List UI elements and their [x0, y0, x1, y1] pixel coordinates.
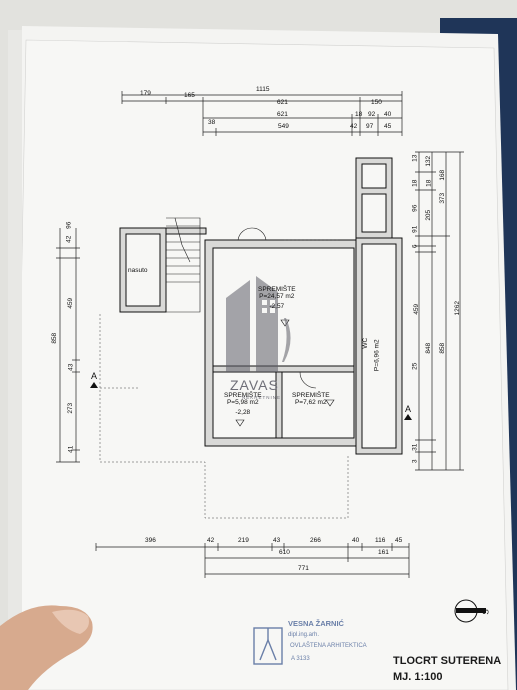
stamp-icon: [253, 627, 283, 665]
room-level: -2,57: [269, 303, 285, 310]
dim-right: 18: [411, 179, 419, 187]
room-name: nasuto: [128, 267, 148, 274]
dim-bottom: 42: [207, 537, 215, 544]
stairs: [166, 217, 201, 313]
dim-top: 179: [140, 90, 151, 97]
dim-left: 273: [67, 402, 75, 414]
level-mark-3: [325, 399, 335, 407]
dim-right: 373: [439, 192, 447, 204]
dim-bottom: 40: [352, 537, 360, 544]
dim-right: 96: [411, 204, 419, 212]
dim-top: 18: [355, 111, 363, 118]
section-label-right: A: [405, 404, 412, 414]
dim-right: 132: [425, 155, 433, 167]
room-name: SPREMIŠTE: [292, 392, 330, 399]
dim-bottom: 771: [298, 565, 309, 572]
dim-right: 858: [439, 342, 447, 354]
room-storage-1: SPREMIŠTE P=24,57 m2 -2,57: [258, 286, 296, 311]
dim-right: 1262: [453, 301, 461, 316]
dim-left: 459: [67, 297, 75, 309]
dim-left: 858: [51, 332, 59, 344]
dim-right: 13: [411, 154, 419, 162]
dim-left: 41: [67, 445, 75, 453]
room-area: P=5,98 m2: [226, 398, 259, 406]
dim-bottom: 43: [273, 537, 281, 544]
dim-top: 40: [384, 111, 392, 118]
dim-bottom: 116: [375, 537, 386, 544]
north-label: S: [481, 609, 491, 615]
exterior-outline: [99, 314, 349, 519]
level-mark-2: [235, 419, 245, 427]
dim-top: 45: [384, 123, 392, 130]
dim-right: 31: [411, 443, 419, 451]
dim-bottom: 161: [378, 549, 389, 556]
dim-left: 42: [65, 235, 73, 243]
fingernail: [52, 609, 89, 634]
section-arrow-right: [404, 414, 412, 420]
dim-top: 165: [184, 92, 195, 99]
dim-right: 168: [439, 169, 447, 181]
room-name: SPREMIŠTE: [224, 392, 262, 399]
dim-top: 38: [208, 119, 216, 126]
dim-right: 848: [425, 342, 433, 354]
section-arrow-left: [90, 382, 98, 388]
drawing-scale: MJ. 1:100: [393, 671, 443, 683]
room-area: P=7,62 m2: [294, 398, 327, 406]
dim-left: 96: [65, 221, 73, 229]
dimension-lines: [56, 91, 464, 578]
dim-right: 205: [425, 209, 433, 221]
watermark-brand: ZAVAS: [230, 377, 279, 393]
stamp-name: VESNA ŽARNIĆ: [288, 619, 344, 628]
dim-top-total: 1115: [256, 86, 270, 93]
dim-top: 42: [350, 123, 358, 130]
dim-right: 91: [411, 225, 419, 233]
dim-right: 3: [411, 459, 419, 464]
room-name: SPREMIŠTE: [258, 286, 296, 293]
binding-shadow: [8, 30, 22, 690]
dim-left: 43: [67, 363, 75, 371]
dim-top: 549: [278, 123, 289, 130]
watermark-logo-icon: [226, 276, 291, 372]
room-storage-2: SPREMIŠTE P=5,98 m2 -2,28: [224, 392, 262, 417]
dim-top: 621: [277, 111, 288, 118]
dim-bottom: 45: [395, 537, 403, 544]
watermark-tag: NEKRETNINE: [242, 395, 282, 400]
dim-top: 92: [368, 111, 376, 118]
dim-right: 18: [425, 179, 433, 187]
dim-bottom: 396: [145, 537, 156, 544]
north-arrow-icon: [454, 599, 486, 623]
dim-bottom: 219: [238, 537, 249, 544]
section-label-left: A: [91, 371, 98, 381]
doors: [237, 227, 340, 389]
dim-top: 97: [366, 123, 374, 130]
room-storage-3: SPREMIŠTE P=7,62 m2: [292, 392, 330, 406]
dim-bottom: 610: [279, 549, 290, 556]
room-area: P=24,57 m2: [259, 292, 295, 300]
room-level: -2,28: [235, 409, 251, 416]
dim-right: 25: [411, 362, 419, 370]
dim-bottom: 266: [310, 537, 321, 544]
room-name: WC: [362, 337, 370, 349]
dim-right: 459: [413, 303, 421, 315]
room-area: P=6,96 m2: [373, 339, 381, 372]
stamp-number: A 3133: [291, 656, 310, 662]
stamp-degree: dipl.ing.arh.: [288, 632, 320, 638]
dim-top: 150: [371, 99, 382, 106]
dim-right: 6: [411, 244, 419, 249]
stamp-role: OVLAŠTENA ARHITEKTICA: [290, 643, 367, 649]
dim-top: 621: [277, 99, 288, 106]
drawing-title: TLOCRT SUTERENA: [393, 655, 502, 667]
